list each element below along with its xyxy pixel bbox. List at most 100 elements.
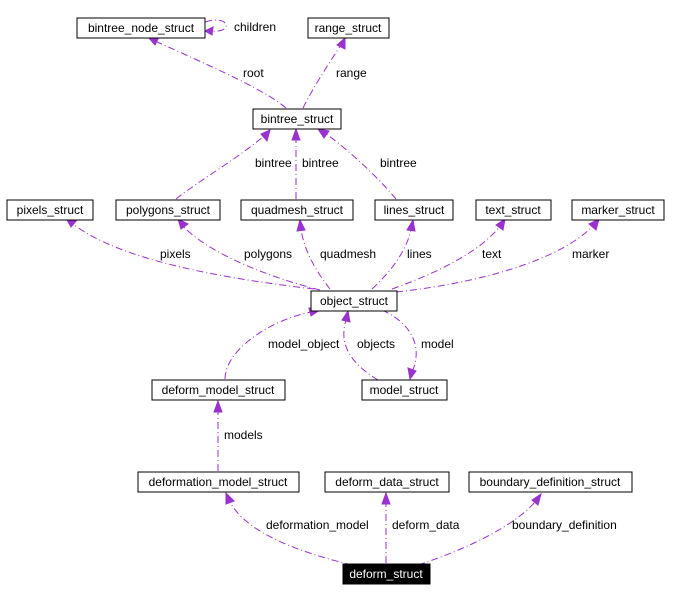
edge-label-bintree-lines: bintree (380, 156, 417, 170)
edge-label-quadmesh: quadmesh (320, 247, 376, 261)
node-label: deform_data_struct (335, 475, 439, 489)
edge-quadmesh: quadmesh (296, 218, 376, 290)
edge-range-line (302, 44, 342, 109)
edge-marker-line (395, 225, 594, 293)
edge-lines-line (371, 228, 412, 290)
edge-boundary-definition-line (417, 501, 536, 566)
edge-lines: lines (371, 218, 432, 290)
edge-label-root: root (243, 66, 264, 80)
node-bintree-struct[interactable]: bintree_struct (252, 108, 342, 130)
edge-boundary-definition-arrowhead (531, 492, 542, 506)
edge-marker: marker (395, 218, 609, 293)
node-label: quadmesh_struct (251, 203, 344, 217)
edge-label-bintree-polygons: bintree (255, 156, 292, 170)
node-boundary-definition-struct[interactable]: boundary_definition_struct (468, 471, 633, 493)
edge-label-deformation-model: deformation_model (266, 518, 369, 532)
node-deform-struct[interactable]: deform_struct (342, 563, 431, 585)
edge-polygons-arrowhead (177, 218, 189, 230)
edge-label-range: range (336, 66, 367, 80)
edge-root: root (146, 36, 287, 109)
node-text-struct[interactable]: text_struct (475, 199, 552, 221)
edge-bintree-lines-line (324, 132, 397, 200)
node-lines-struct[interactable]: lines_struct (374, 199, 454, 221)
edge-quadmesh-line (300, 228, 331, 290)
edge-text-arrowhead (495, 217, 506, 231)
node-label: boundary_definition_struct (480, 475, 621, 489)
edge-model-object: model_object (224, 307, 340, 380)
edge-deformation-model: deformation_model (225, 491, 369, 566)
edge-objects-line (343, 319, 379, 381)
edges-layer: children root range bintree bintree (65, 19, 617, 566)
node-polygons-struct[interactable]: polygons_struct (115, 199, 221, 221)
nodes-layer: bintree_node_struct range_struct bintree… (6, 17, 665, 585)
edge-children: children (203, 19, 276, 36)
edge-label-boundary-definition: boundary_definition (512, 518, 617, 532)
edge-boundary-definition: boundary_definition (417, 492, 617, 566)
edge-model-line (381, 309, 417, 373)
edge-model-arrowhead (407, 367, 417, 381)
node-model-struct[interactable]: model_struct (361, 379, 448, 401)
edge-model: model (381, 309, 454, 381)
edge-label-bintree-quadmesh: bintree (302, 156, 339, 170)
edge-deform-data: deform_data (381, 491, 460, 563)
edge-lines-arrowhead (406, 218, 416, 232)
edge-children-line (204, 19, 227, 32)
node-label: lines_struct (384, 203, 445, 217)
edge-pixels-line (72, 223, 315, 290)
edge-bintree-lines-arrowhead (316, 128, 330, 139)
edge-polygons-line (182, 225, 321, 291)
node-quadmesh-struct[interactable]: quadmesh_struct (240, 199, 354, 221)
node-deform-model-struct[interactable]: deform_model_struct (151, 379, 286, 401)
node-label: deform_model_struct (162, 383, 275, 397)
edge-label-children: children (234, 20, 276, 34)
edge-bintree-quadmesh-arrowhead (291, 127, 301, 141)
node-label: bintree_struct (261, 112, 334, 126)
node-label: bintree_node_struct (88, 21, 195, 35)
edge-label-deform-data: deform_data (392, 518, 460, 532)
edge-range-arrowhead (336, 36, 346, 50)
node-bintree-node-struct[interactable]: bintree_node_struct (76, 17, 206, 39)
node-deform-data-struct[interactable]: deform_data_struct (324, 471, 450, 493)
edge-label-polygons: polygons (244, 247, 292, 261)
node-label: deformation_model_struct (149, 475, 288, 489)
node-marker-struct[interactable]: marker_struct (571, 199, 665, 221)
node-range-struct[interactable]: range_struct (307, 17, 390, 39)
edge-marker-arrowhead (588, 218, 600, 231)
node-label: pixels_struct (17, 203, 84, 217)
edge-objects: objects (341, 309, 395, 381)
node-label: marker_struct (581, 203, 655, 217)
edge-text-line (391, 225, 501, 290)
edge-polygons: polygons (177, 218, 321, 291)
edge-label-models: models (224, 428, 263, 442)
node-label: model_struct (370, 383, 439, 397)
edge-root-line (154, 40, 287, 109)
node-pixels-struct[interactable]: pixels_struct (6, 199, 94, 221)
edge-bintree-polygons-arrowhead (260, 129, 271, 143)
edge-deformation-model-line (229, 501, 353, 566)
node-label: text_struct (485, 203, 541, 217)
node-label: polygons_struct (126, 203, 211, 217)
edge-range: range (302, 36, 367, 109)
edge-bintree-lines: bintree (316, 128, 417, 200)
edge-text: text (391, 217, 506, 290)
node-label: range_struct (315, 21, 382, 35)
node-label: deform_struct (349, 567, 423, 581)
edge-objects-arrowhead (341, 309, 351, 323)
edge-deform-data-arrowhead (381, 491, 391, 505)
edge-model-object-line (224, 311, 312, 380)
edge-models-arrowhead (213, 399, 223, 413)
edge-label-model-object: model_object (268, 337, 340, 351)
edge-bintree-polygons: bintree (175, 129, 292, 200)
edge-deformation-model-arrowhead (225, 491, 235, 505)
edge-quadmesh-arrowhead (296, 218, 306, 232)
node-deformation-model-struct[interactable]: deformation_model_struct (137, 471, 300, 493)
edge-label-marker: marker (572, 247, 609, 261)
edge-label-pixels: pixels (160, 247, 191, 261)
edge-label-model: model (421, 337, 454, 351)
node-label: object_struct (320, 294, 389, 308)
edge-models: models (213, 399, 263, 471)
node-object-struct[interactable]: object_struct (310, 290, 398, 312)
edge-children-arrowhead (203, 26, 214, 36)
edge-label-objects: objects (357, 337, 395, 351)
